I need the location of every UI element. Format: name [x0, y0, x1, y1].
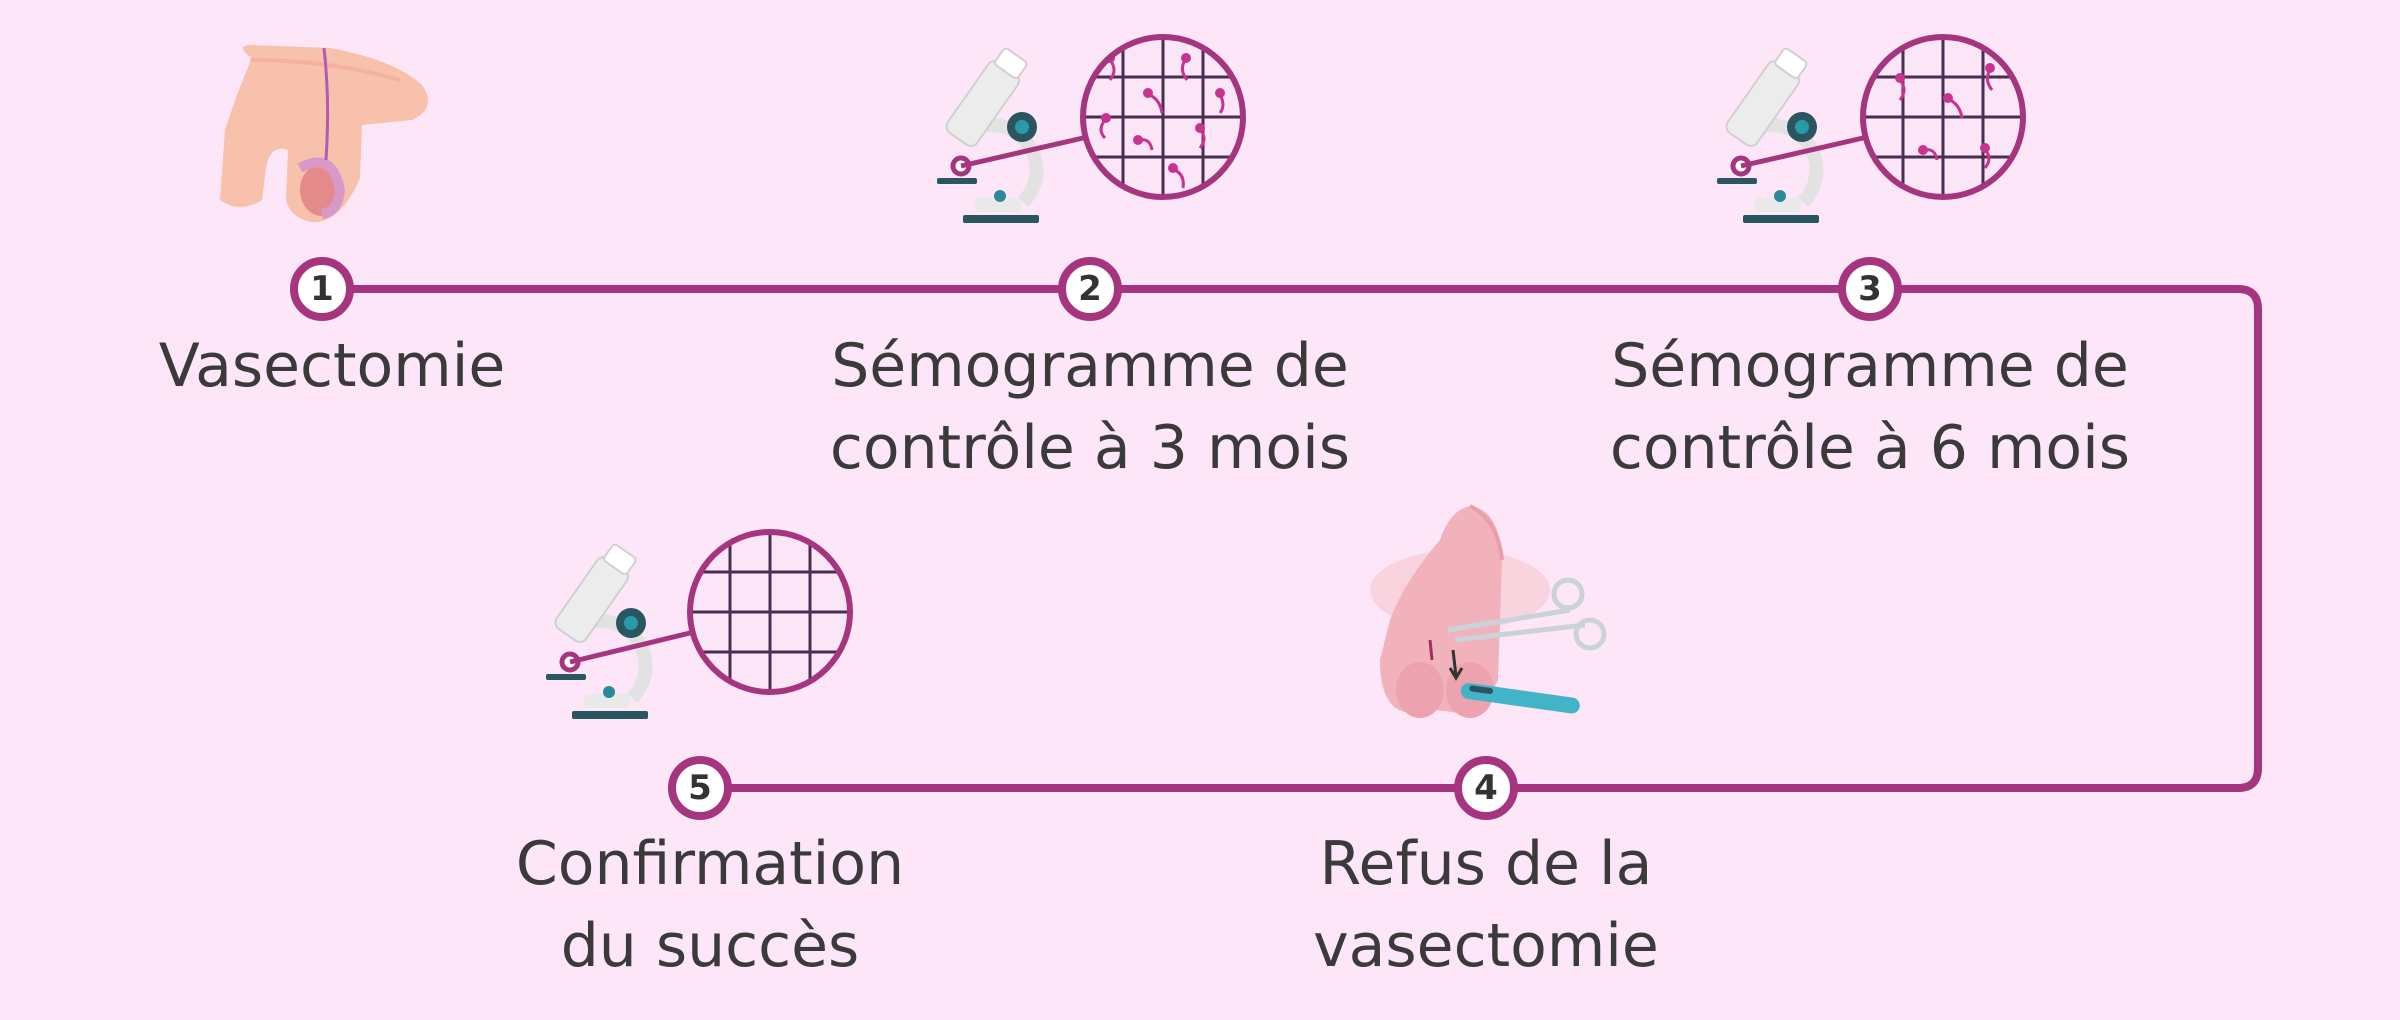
surgery-icon: [1370, 504, 1607, 718]
step-label-5: Confirmation du succès: [515, 829, 905, 981]
step-number-3: 3: [1838, 257, 1902, 321]
step-label-2: Sémogramme de contrôle à 3 mois: [829, 331, 1351, 483]
timeline-path: [322, 285, 2262, 792]
step-label-4: Refus de la vasectomie: [1313, 829, 1659, 981]
step-number-1: 1: [290, 257, 354, 321]
microscope-empty-icon: [546, 529, 853, 719]
step-number-4: 4: [1454, 756, 1518, 820]
step-number-2: 2: [1058, 257, 1122, 321]
microscope-sperm-icon: [1717, 34, 2026, 223]
microscope-sperm-icon: [937, 34, 1246, 223]
anatomy-icon: [220, 45, 429, 223]
step-label-3: Sémogramme de contrôle à 6 mois: [1609, 331, 2131, 483]
step-number-5: 5: [668, 756, 732, 820]
step-label-1: Vasectomie: [158, 331, 506, 401]
